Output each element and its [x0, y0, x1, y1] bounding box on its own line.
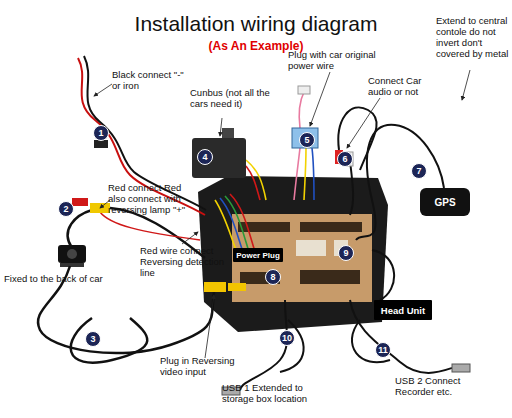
note-text: Red connect Red also connect with revers…	[108, 183, 200, 216]
head-unit-frame	[296, 240, 326, 256]
callout-number: 8	[265, 269, 281, 285]
leader-lines	[462, 70, 470, 100]
usb-cables	[452, 364, 470, 372]
canbus-box	[192, 128, 246, 178]
callout-number: 7	[411, 163, 427, 179]
head-unit-frame	[300, 222, 362, 232]
note-text: USB 1 Extended to storage box location	[222, 383, 334, 405]
battery-wires	[78, 58, 205, 215]
harness-wires	[246, 160, 266, 200]
harness-wires	[230, 194, 256, 255]
reversing-camera	[100, 212, 200, 240]
rca-video-input	[228, 283, 246, 291]
head-unit-tag: Head Unit	[374, 300, 432, 320]
head-unit-frame	[232, 214, 372, 302]
callout-number: 6	[337, 151, 353, 167]
note-text: Cunbus (not all the cars need it)	[190, 88, 270, 110]
audio-rca	[335, 107, 377, 215]
leader-lines	[347, 98, 380, 148]
battery-wires	[94, 140, 108, 148]
reversing-camera	[72, 198, 88, 206]
battery-wires	[78, 56, 206, 215]
note-text: USB 2 Connect Recorder etc.	[395, 376, 479, 398]
head-unit-frame	[300, 270, 360, 284]
note-text: Fixed to the back of car	[4, 274, 128, 285]
harness-wires	[312, 148, 314, 200]
harness-wires	[304, 148, 306, 200]
power-connector	[298, 86, 310, 94]
gps-module: GPS	[420, 188, 470, 216]
usb-cables	[280, 320, 304, 372]
head-unit-frame	[198, 176, 388, 332]
node-text: Head Unit	[381, 305, 425, 316]
canbus-box	[192, 138, 246, 178]
harness-wires	[294, 148, 300, 200]
callout-number: 10	[279, 330, 295, 346]
gps-cable	[372, 250, 394, 300]
reversing-camera	[68, 210, 92, 248]
callout-number: 9	[338, 245, 354, 261]
title: Installation wiring diagram	[120, 12, 392, 36]
callout-number: 5	[299, 132, 315, 148]
note-text: Red wire connect Reversing detection lin…	[140, 246, 232, 279]
video-cable	[71, 318, 148, 363]
harness-wires	[299, 92, 304, 128]
callout-number: 1	[93, 125, 109, 141]
reversing-camera	[67, 249, 77, 259]
usb-cables	[352, 320, 390, 362]
rca-video-input	[204, 282, 226, 292]
power-connector	[292, 86, 318, 148]
note-text: Plug in Reversing video input	[160, 356, 258, 378]
usb-cables	[240, 300, 287, 390]
power-connector	[292, 128, 318, 148]
usb-cables	[350, 300, 452, 373]
reversing-camera	[58, 245, 86, 263]
gps-cable	[356, 125, 444, 240]
note-text: Extend to central contole do not invert …	[436, 16, 512, 60]
canbus-box	[222, 128, 234, 138]
callout-number: 3	[85, 331, 101, 347]
head-unit-frame	[198, 176, 388, 332]
leader-lines	[94, 70, 470, 358]
leader-lines	[205, 295, 214, 358]
callout-number: 2	[58, 201, 74, 217]
note-text: Connect Car audio or not	[368, 76, 446, 98]
node-text: GPS	[434, 197, 455, 208]
leader-lines	[220, 118, 222, 136]
note-text: Black connect "-" or iron	[112, 70, 194, 92]
leader-lines	[94, 84, 112, 96]
callout-number: 11	[375, 342, 391, 358]
leader-lines	[310, 72, 330, 126]
harness-wires	[246, 166, 260, 200]
callout-number: 4	[197, 149, 213, 165]
reversing-camera	[60, 263, 84, 267]
power-plug-tag: Power Plug	[233, 248, 283, 262]
note-text: Plug with car original power wire	[288, 50, 383, 72]
leader-lines	[182, 232, 198, 244]
node-text: Power Plug	[236, 251, 280, 260]
rca-video-input	[204, 282, 246, 292]
